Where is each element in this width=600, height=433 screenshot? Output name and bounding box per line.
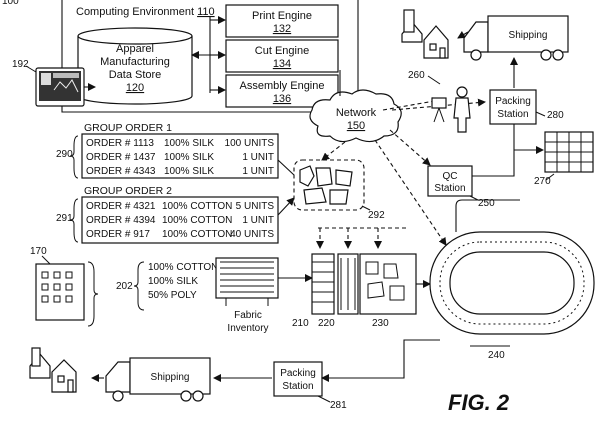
cut-pattern-nesting: 292: [277, 159, 385, 221]
computing-environment: 100 Computing Environment 110: [2, 0, 359, 113]
env-label: Computing Environment 110: [76, 6, 215, 18]
group1-row: ORDER # 1437 100% SILK 1 UNIT: [86, 152, 274, 163]
group1-row: ORDER # 1113 100% SILK 100 UNITS: [86, 138, 274, 149]
svg-text:Assembly Engine: Assembly Engine: [240, 80, 325, 92]
datastore-line1: Apparel: [116, 43, 154, 55]
svg-text:292: 292: [368, 210, 385, 221]
svg-text:5 UNITS: 5 UNITS: [236, 201, 275, 212]
group2-ref: 291: [56, 213, 73, 224]
network-cloud: Network 150: [309, 70, 402, 143]
fabric-types: 202 100% COTTON 100% SILK 50% POLY: [116, 261, 218, 311]
svg-text:100% SILK: 100% SILK: [164, 138, 214, 149]
svg-text:250: 250: [478, 198, 495, 209]
svg-text:170: 170: [30, 246, 47, 257]
svg-text:270: 270: [534, 176, 551, 187]
svg-text:1 UNIT: 1 UNIT: [242, 166, 274, 177]
svg-text:240: 240: [488, 350, 505, 361]
svg-text:1 UNIT: 1 UNIT: [242, 215, 274, 226]
svg-text:Packing: Packing: [495, 96, 531, 107]
svg-text:Shipping: Shipping: [151, 372, 190, 383]
fabric-inventory-rack: Fabric Inventory: [215, 257, 313, 334]
group1-ref: 290: [56, 149, 73, 160]
svg-text:100% SILK: 100% SILK: [164, 166, 214, 177]
svg-text:100% COTTON: 100% COTTON: [162, 215, 232, 226]
svg-text:ORDER # 4394: ORDER # 4394: [86, 215, 156, 226]
cut-engine: Cut Engine 134: [225, 39, 339, 73]
inspector-person-icon: 260: [408, 70, 471, 133]
shipping-truck-bottom: Shipping: [91, 357, 211, 402]
svg-text:100% COTTON: 100% COTTON: [162, 229, 232, 240]
svg-text:210: 210: [292, 318, 309, 329]
group2-row: ORDER # 4321 100% COTTON 5 UNITS: [86, 201, 274, 212]
cut-machine-220: 220: [318, 253, 359, 329]
svg-text:100% SILK: 100% SILK: [164, 152, 214, 163]
conveyor-loop: 240: [429, 199, 595, 361]
house-icon-top: [401, 9, 449, 59]
svg-text:136: 136: [273, 93, 291, 105]
svg-text:Station: Station: [282, 381, 313, 392]
storage-rack-icon: 270: [534, 131, 594, 187]
group2-row: ORDER # 4394 100% COTTON 1 UNIT: [86, 215, 274, 226]
svg-text:40 UNITS: 40 UNITS: [230, 229, 274, 240]
svg-text:230: 230: [372, 318, 389, 329]
fabric-item: 100% COTTON: [148, 262, 218, 273]
house-icon-bottom: [29, 347, 77, 393]
print-engine: Print Engine 132: [225, 4, 339, 38]
print-machine-210: 210: [292, 253, 335, 329]
apparel-data-store: Apparel Manufacturing Data Store 120: [77, 27, 193, 105]
assembly-machine-230: 230: [359, 253, 417, 329]
svg-text:Packing: Packing: [280, 368, 316, 379]
svg-text:Shipping: Shipping: [509, 30, 548, 41]
svg-text:ORDER # 4321: ORDER # 4321: [86, 201, 156, 212]
datastore-line3: Data Store: [109, 69, 162, 81]
svg-text:Network: Network: [336, 107, 377, 119]
svg-text:281: 281: [330, 400, 347, 411]
svg-text:192: 192: [12, 59, 29, 70]
datastore-line2: Manufacturing: [100, 56, 170, 68]
svg-text:ORDER # 1113: ORDER # 1113: [86, 138, 154, 149]
svg-text:ORDER # 1437: ORDER # 1437: [86, 152, 156, 163]
svg-text:1 UNIT: 1 UNIT: [242, 152, 274, 163]
factory-building-icon: 170: [30, 246, 99, 327]
packing-station-bottom: Packing Station 281: [273, 361, 347, 411]
svg-text:Station: Station: [497, 109, 528, 120]
svg-text:280: 280: [547, 110, 564, 121]
fabric-item: 100% SILK: [148, 276, 198, 287]
figure-label: FIG. 2: [448, 390, 510, 415]
svg-text:Print Engine: Print Engine: [252, 10, 312, 22]
svg-text:Cut Engine: Cut Engine: [255, 45, 309, 57]
svg-text:ORDER # 4343: ORDER # 4343: [86, 166, 156, 177]
group1-title: GROUP ORDER 1: [84, 122, 172, 134]
fabric-item: 50% POLY: [148, 290, 197, 301]
datastore-ref: 120: [126, 82, 144, 94]
svg-text:Fabric: Fabric: [234, 310, 262, 321]
svg-text:100 UNITS: 100 UNITS: [225, 138, 275, 149]
group-order-1: GROUP ORDER 1 290 ORDER # 1113 100% SILK…: [56, 122, 279, 179]
qc-station: QC Station 250: [427, 124, 544, 209]
svg-text:220: 220: [318, 318, 335, 329]
svg-text:Inventory: Inventory: [227, 323, 268, 334]
svg-text:202: 202: [116, 281, 133, 292]
svg-text:Station: Station: [434, 183, 465, 194]
packing-station-top: Packing Station 280: [489, 89, 564, 125]
shipping-truck-top: Shipping: [457, 15, 569, 88]
svg-text:260: 260: [408, 70, 425, 81]
camera-icon: [431, 97, 447, 123]
svg-text:ORDER # 917: ORDER # 917: [86, 229, 150, 240]
svg-text:132: 132: [273, 23, 291, 35]
group2-title: GROUP ORDER 2: [84, 185, 172, 197]
svg-text:134: 134: [273, 58, 291, 70]
svg-text:150: 150: [347, 120, 365, 132]
svg-text:100% COTTON: 100% COTTON: [162, 201, 232, 212]
env-top-ref: 100: [2, 0, 19, 7]
group-order-2: GROUP ORDER 2 291 ORDER # 4321 100% COTT…: [56, 185, 279, 244]
svg-text:QC: QC: [443, 171, 458, 182]
engines: Print Engine 132 Cut Engine 134 Assembly…: [191, 4, 339, 108]
group1-row: ORDER # 4343 100% SILK 1 UNIT: [86, 166, 274, 177]
monitor-icon: 192: [12, 59, 96, 107]
group2-row: ORDER # 917 100% COTTON 40 UNITS: [86, 229, 274, 240]
